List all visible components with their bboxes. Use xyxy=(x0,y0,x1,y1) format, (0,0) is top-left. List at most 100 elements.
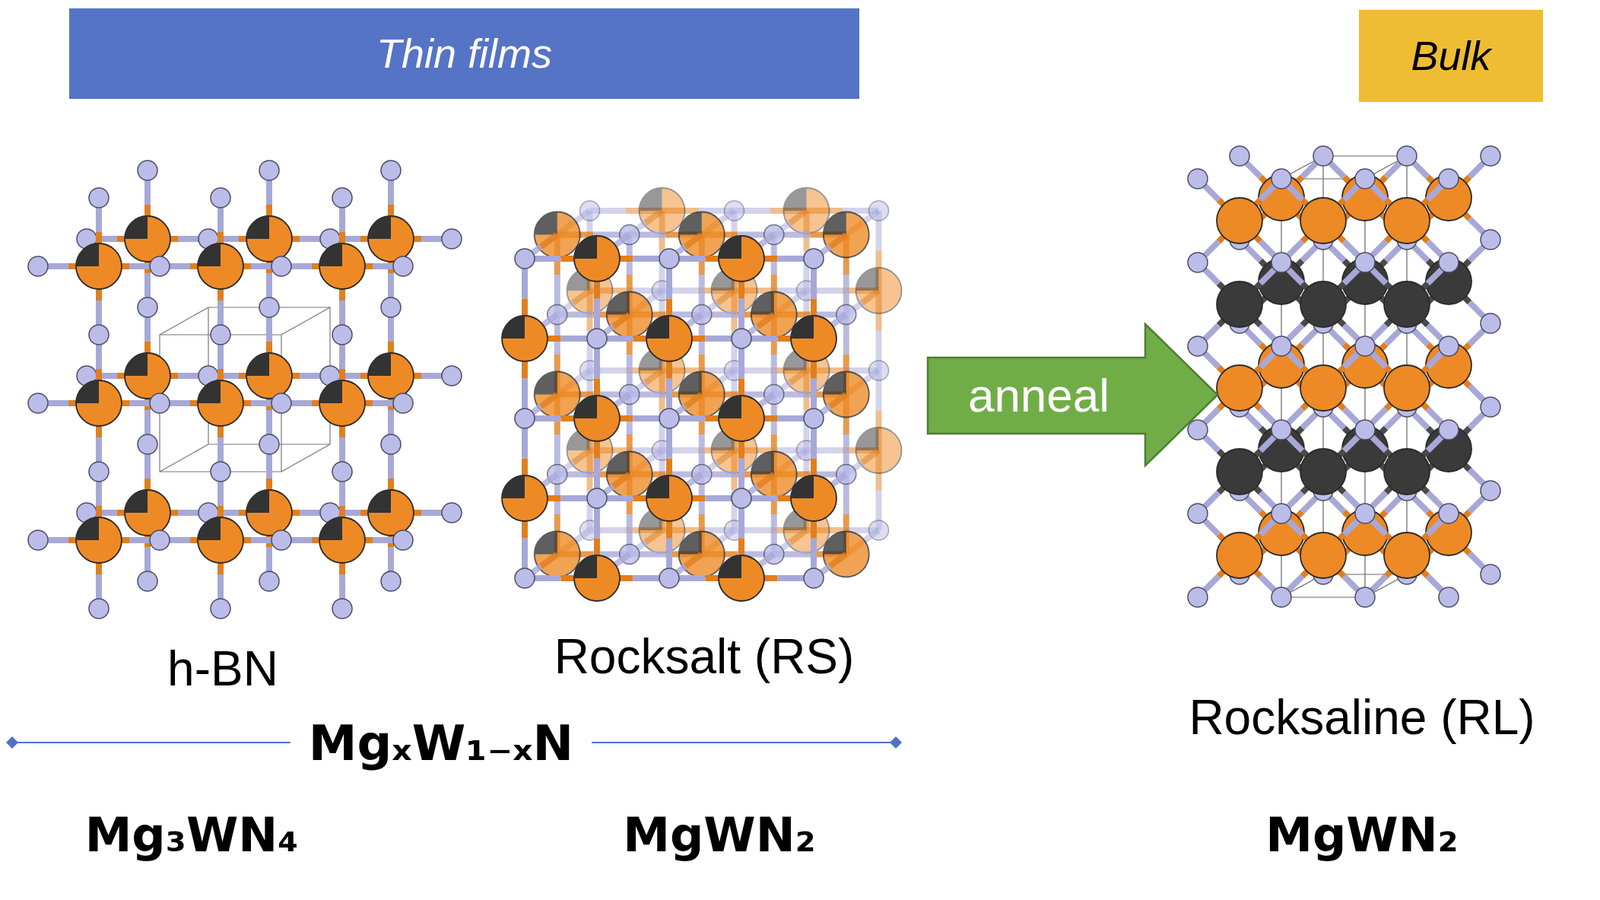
nitrogen-atom xyxy=(88,187,109,208)
nitrogen-atom xyxy=(259,160,280,181)
metal-atom xyxy=(679,371,725,418)
atom-sphere xyxy=(1271,587,1292,607)
atom-sphere xyxy=(332,324,353,345)
bond xyxy=(717,290,734,303)
atom-sphere xyxy=(659,408,680,429)
tungsten-share-wedge xyxy=(368,352,391,376)
metal-atom xyxy=(639,187,686,234)
atom-sphere xyxy=(574,235,620,282)
atom-sphere xyxy=(1229,146,1250,166)
banner-title: Bulk xyxy=(1410,33,1491,79)
nitrogen-atom xyxy=(1355,252,1375,273)
atom-sphere xyxy=(210,598,231,619)
nitrogen-atom xyxy=(1438,419,1459,440)
atom-sphere xyxy=(319,517,366,563)
hbn-structure xyxy=(28,160,462,619)
nitrogen-atom xyxy=(587,328,607,349)
arrow-label: anneal xyxy=(968,369,1110,422)
nitrogen-atom xyxy=(259,297,280,318)
metal-atom xyxy=(501,315,548,362)
atom-sphere xyxy=(149,256,170,277)
nitrogen-atom xyxy=(1355,168,1375,189)
atom-sphere xyxy=(790,315,837,362)
atom-sphere xyxy=(1187,168,1208,189)
nitrogen-atom xyxy=(332,461,353,482)
nitrogen-atom xyxy=(393,393,413,413)
atom-sphere xyxy=(271,530,292,550)
atom-sphere xyxy=(1384,281,1430,327)
nitrogen-atom xyxy=(1355,503,1375,524)
nitrogen-atom xyxy=(659,248,680,269)
metal-atom xyxy=(368,215,414,262)
atom-sphere xyxy=(76,243,122,289)
metal-atom xyxy=(197,380,244,426)
atom-sphere xyxy=(1438,168,1459,189)
nitrogen-atom xyxy=(332,187,353,208)
nitrogen-atom xyxy=(1480,229,1501,250)
metal-atom xyxy=(1216,281,1263,327)
tungsten-share-wedge xyxy=(124,215,148,239)
metal-atom xyxy=(718,235,765,282)
atom-sphere xyxy=(1271,419,1292,440)
atom-sphere xyxy=(1438,336,1459,356)
nitrogen-atom xyxy=(210,461,231,482)
tungsten-share-wedge xyxy=(574,235,597,259)
metal-atom xyxy=(790,315,837,362)
atom-sphere xyxy=(823,371,870,418)
bond xyxy=(612,474,629,487)
atom-sphere xyxy=(1384,197,1430,244)
atom-sphere xyxy=(441,502,462,523)
nitrogen-atom xyxy=(803,408,824,429)
tungsten-share-wedge xyxy=(574,555,597,578)
tungsten-share-wedge xyxy=(319,380,343,404)
tungsten-share-wedge xyxy=(246,215,270,239)
metal-atom xyxy=(574,395,620,442)
atom-sphere xyxy=(1355,587,1375,607)
metal-atom xyxy=(124,489,171,536)
atom-sphere xyxy=(1355,503,1375,524)
nitrogen-atom xyxy=(1480,396,1501,417)
metal-atom xyxy=(751,451,797,498)
nitrogen-atom xyxy=(210,324,231,345)
atom-sphere xyxy=(1355,419,1375,440)
structure-name: h-BN xyxy=(167,641,279,696)
atom-sphere xyxy=(856,427,902,474)
metal-atom xyxy=(606,451,653,498)
atom-sphere xyxy=(803,248,824,269)
metal-atom xyxy=(368,489,414,536)
atom-sphere xyxy=(1355,336,1375,356)
structure-name: Rocksaline (RL) xyxy=(1188,690,1535,744)
metal-atom xyxy=(1384,197,1430,244)
atom-sphere xyxy=(259,434,280,454)
atom-sphere xyxy=(332,598,353,619)
nitrogen-atom xyxy=(1271,336,1292,356)
atom-sphere xyxy=(271,393,292,413)
bond xyxy=(862,450,879,463)
tungsten-share-wedge xyxy=(679,212,702,235)
banner-title: Thin films xyxy=(376,31,553,77)
nitrogen-atom xyxy=(1438,252,1459,273)
nitrogen-atom xyxy=(1355,419,1375,440)
nitrogen-atom xyxy=(1480,480,1501,501)
unit-cell xyxy=(159,307,331,472)
tungsten-share-wedge xyxy=(197,380,221,404)
atom-sphere xyxy=(1187,252,1208,273)
atom-sphere xyxy=(803,568,824,588)
nitrogen-atom xyxy=(803,568,824,588)
nitrogen-atom xyxy=(1187,252,1208,273)
nitrogen-atom xyxy=(1313,146,1334,166)
nitrogen-atom xyxy=(1480,146,1501,166)
atom-sphere xyxy=(441,365,462,386)
nitrogen-atom xyxy=(380,571,401,591)
tungsten-share-wedge xyxy=(823,371,847,395)
nitrogen-atom xyxy=(393,530,413,550)
atom-sphere xyxy=(606,292,653,338)
atom-sphere xyxy=(197,380,244,426)
tungsten-share-wedge xyxy=(368,215,391,239)
nitrogen-atom xyxy=(1229,146,1250,166)
atom-sphere xyxy=(1480,396,1501,417)
nitrogen-atom xyxy=(88,598,109,619)
tungsten-share-wedge xyxy=(76,380,99,404)
bond xyxy=(645,530,662,543)
tungsten-share-wedge xyxy=(606,292,630,315)
